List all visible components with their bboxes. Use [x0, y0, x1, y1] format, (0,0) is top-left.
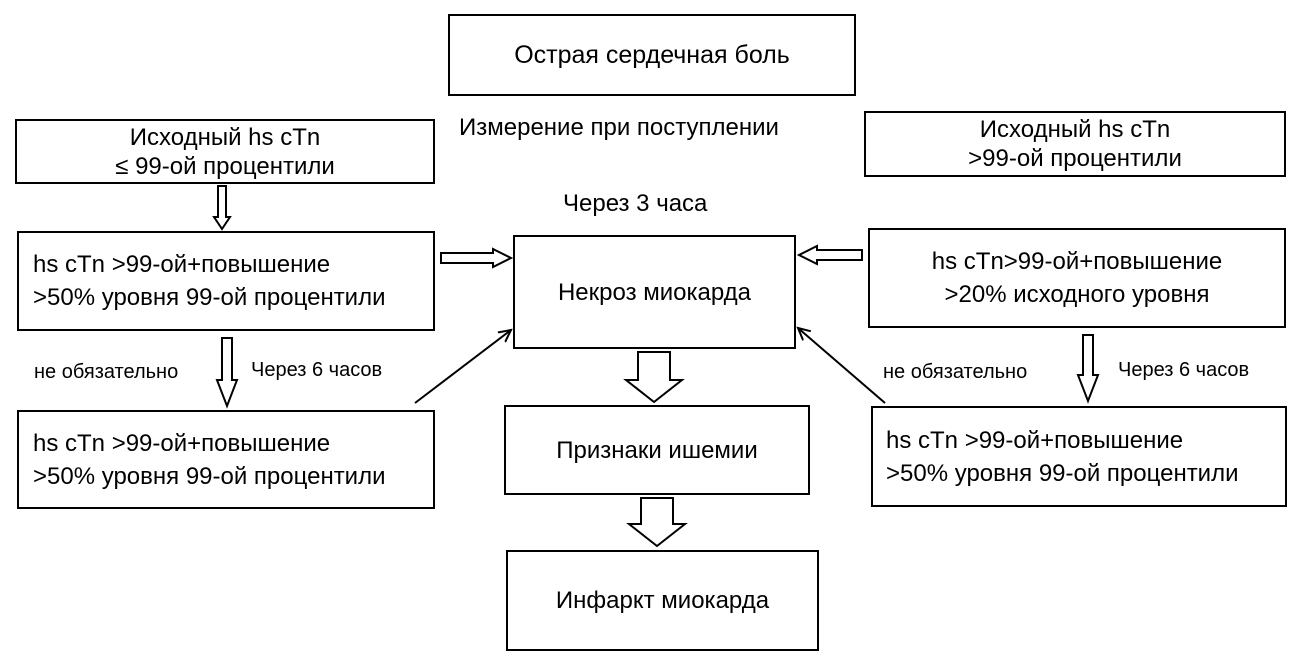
edge-high-3h-to-high-6h [1076, 334, 1100, 404]
node-low-6h: hs cTn >99-ой+повышение >50% уровня 99-о… [17, 410, 435, 509]
node-line: Острая сердечная боль [514, 40, 790, 69]
node-line: hs cTn >99-ой+повышение [886, 426, 1184, 454]
node-line: >20% исходного уровня [944, 281, 1210, 308]
node-acute-chest-pain: Острая сердечная боль [448, 14, 856, 96]
edge-ischemia-to-infarction [626, 497, 688, 548]
node-baseline-high: Исходный hs cTn >99-ой процентили [864, 111, 1286, 177]
label-after-3h: Через 3 часа [563, 190, 708, 217]
edge-necrosis-to-ischemia [623, 351, 685, 404]
node-line: >50% уровня 99-ой процентили [33, 462, 386, 490]
node-line: ≤ 99-ой процентили [115, 152, 335, 180]
label-after-6h-right: Через 6 часов [1118, 359, 1250, 381]
node-line: >99-ой процентили [968, 145, 1182, 172]
node-line: >50% уровня 99-ой процентили [33, 284, 386, 311]
node-line: hs cTn >99-ой+повышение [33, 429, 331, 457]
node-infarction: Инфаркт миокарда [506, 550, 819, 651]
node-line: hs cTn >99-ой+повышение [33, 251, 331, 278]
node-necrosis: Некроз миокарда [513, 235, 796, 349]
node-line: Исходный hs cTn [129, 123, 321, 151]
node-line: Признаки ишемии [556, 436, 758, 464]
node-line: Инфаркт миокарда [555, 587, 770, 614]
edge-high-6h-to-necrosis [798, 328, 886, 404]
node-low-3h: hs cTn >99-ой+повышение >50% уровня 99-о… [17, 231, 435, 331]
node-line: hs cTn>99-ой+повышение [931, 248, 1223, 275]
node-line: Некроз миокарда [557, 278, 752, 306]
label-after-6h-left: Через 6 часов [251, 359, 383, 381]
node-line: >50% уровня 99-ой процентили [886, 459, 1239, 487]
edge-high-3h-to-necrosis [796, 244, 863, 266]
node-line: Исходный hs cTn [979, 116, 1171, 143]
label-admission: Измерение при поступлении [459, 114, 779, 141]
node-high-3h: hs cTn>99-ой+повышение >20% исходного ур… [868, 228, 1286, 328]
edge-baseline-low-to-low-3h [212, 185, 232, 231]
label-optional-right: не обязательно [883, 361, 1028, 383]
label-optional-left: не обязательно [34, 361, 179, 383]
edge-low-3h-to-necrosis [440, 247, 514, 269]
edge-low-6h-to-necrosis [414, 330, 511, 404]
edge-low-3h-to-low-6h [215, 337, 239, 409]
node-high-6h: hs cTn >99-ой+повышение >50% уровня 99-о… [871, 406, 1287, 507]
node-baseline-low: Исходный hs cTn ≤ 99-ой процентили [15, 119, 435, 184]
node-ischemia: Признаки ишемии [504, 405, 810, 495]
